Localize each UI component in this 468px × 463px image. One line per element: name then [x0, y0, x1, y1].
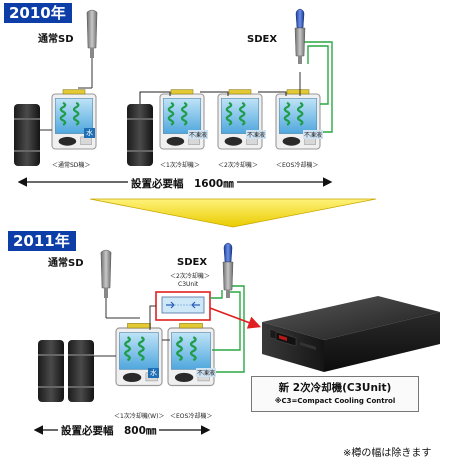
bottom-sdex-tap	[222, 242, 234, 299]
c3unit-inline	[155, 291, 211, 321]
top-eos-antifreeze: 不凍液	[303, 130, 324, 139]
top-secondary-cooler	[216, 88, 264, 151]
top-sdex-tap	[294, 8, 306, 65]
bottom-primary-water: 水	[148, 368, 159, 378]
year-badge-2010: 2010年	[4, 3, 72, 23]
bottom-keg-2	[68, 340, 94, 402]
bottom-caption-primary-w: ＜1次冷却機(W)＞	[114, 413, 165, 420]
new-unit-title: 新 2次冷却機(C3Unit)	[278, 382, 392, 394]
top-normal-sd-unit	[50, 88, 98, 151]
bottom-caption-eos: ＜EOS冷却機＞	[170, 413, 213, 420]
top-caption-primary: ＜1次冷却機＞	[160, 162, 200, 169]
top-primary-antifreeze: 不凍液	[188, 130, 209, 139]
top-caption-eos: ＜EOS冷却機＞	[276, 162, 319, 169]
bottom-sdex-sublabel: ＜2次冷却機＞	[170, 273, 210, 280]
top-normal-unit-water: 水	[84, 128, 95, 138]
c3unit-pointer-arrow	[209, 307, 261, 329]
bottom-width-label: 設置必要幅 800㎜	[58, 423, 160, 438]
top-normal-sd-label: 通常SD	[38, 34, 74, 45]
top-secondary-antifreeze: 不凍液	[246, 130, 267, 139]
bottom-normal-sd-label: 通常SD	[48, 258, 84, 269]
top-sdex-label: SDEX	[247, 34, 278, 45]
year-badge-2011: 2011年	[8, 231, 76, 251]
bottom-keg-1	[38, 340, 64, 402]
top-caption-secondary: ＜2次冷却機＞	[218, 162, 258, 169]
bottom-sdex-label: SDEX	[177, 257, 208, 268]
transition-arrow	[89, 198, 377, 228]
top-caption-normal: ＜通常SD機＞	[52, 162, 91, 169]
new-unit-subtitle: ※C3=Compact Cooling Control	[274, 397, 396, 405]
c3unit-tag: C3Unit	[178, 281, 199, 288]
top-width-label: 設置必要幅 1600㎜	[128, 176, 237, 191]
top-keg-left	[14, 104, 40, 166]
c3unit-product-image	[262, 296, 440, 372]
bottom-eos-antifreeze: 不凍液	[196, 368, 217, 377]
top-eos-cooler	[274, 88, 322, 151]
top-primary-cooler	[158, 88, 206, 151]
footnote: ※樽の幅は除きます	[343, 448, 432, 459]
top-keg-right	[127, 104, 153, 166]
new-unit-caption-box: 新 2次冷却機(C3Unit) ※C3=Compact Cooling Cont…	[251, 376, 419, 412]
top-normal-sd-tap	[86, 9, 98, 59]
bottom-normal-sd-tap	[100, 249, 112, 299]
